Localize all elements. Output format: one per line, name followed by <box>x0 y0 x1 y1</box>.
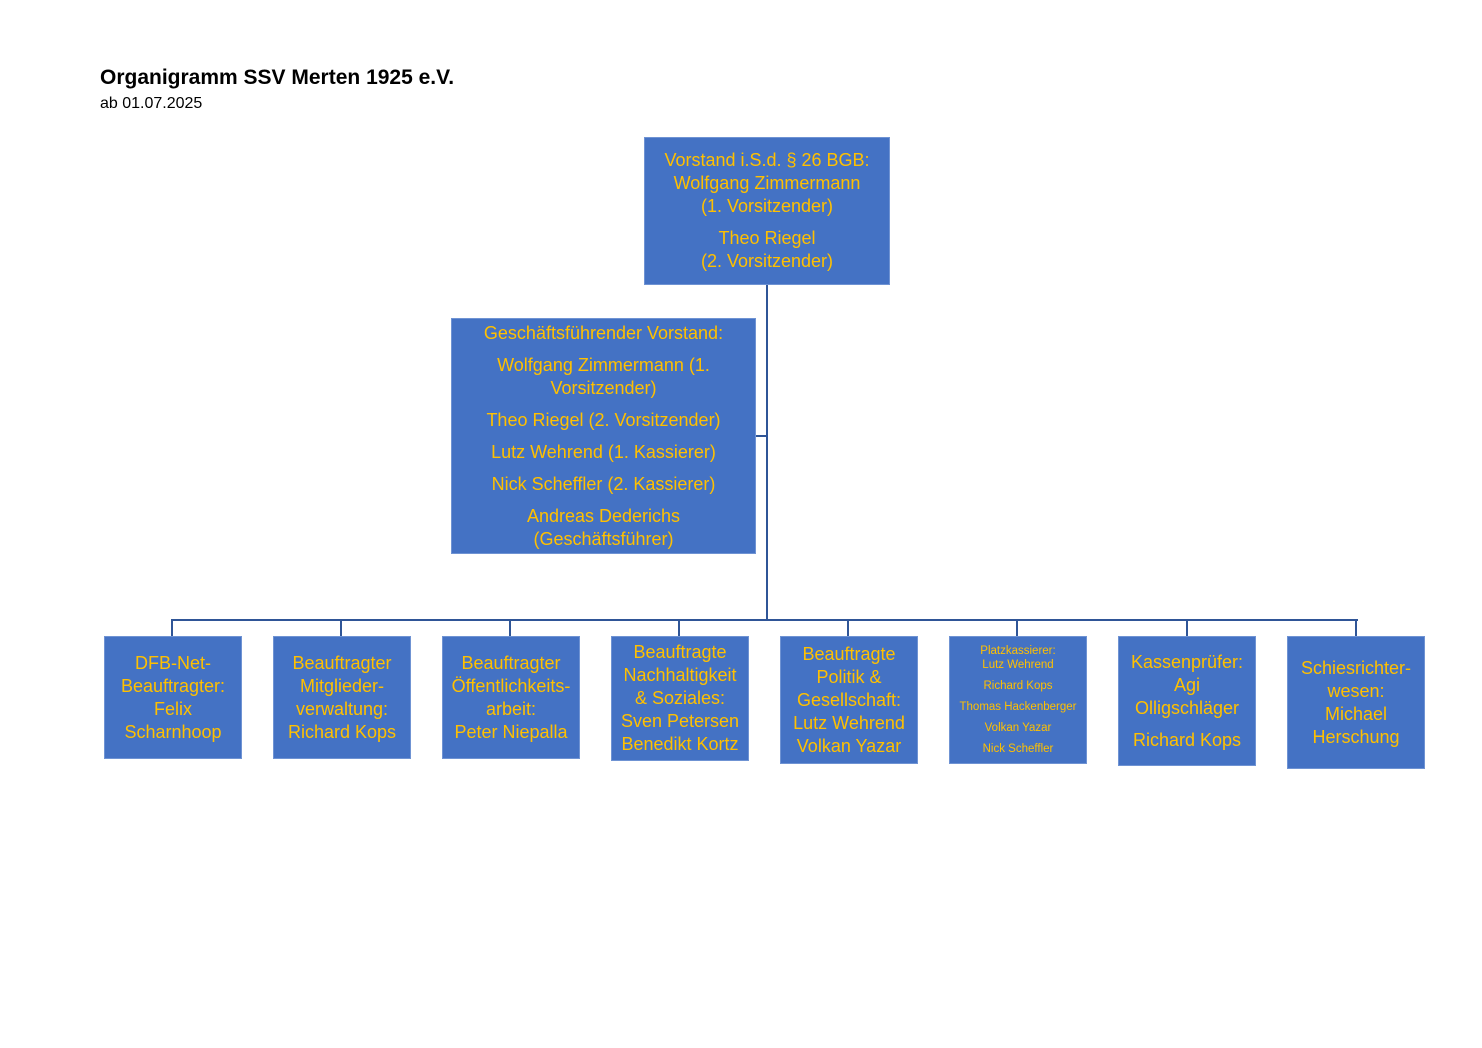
connector-main-vertical <box>766 284 768 621</box>
box-line: Olligschläger <box>1134 697 1240 718</box>
box-line: Nachhaltigkeit <box>623 665 737 685</box>
box-line: Mitglieder- <box>299 675 385 696</box>
connector-drop <box>509 619 511 636</box>
box-line: Platzkassierer: <box>980 645 1056 657</box>
box-line: Politik & <box>816 666 882 687</box>
box-line: Beauftragter <box>292 652 392 673</box>
box-line: Geschäftsführender Vorstand: <box>483 322 724 343</box>
connector-gf-vorstand <box>755 435 767 437</box>
box-line: Richard Kops <box>1132 729 1242 750</box>
unit-box-dfb-net: DFB-Net- Beauftragter: Felix Scharnhoop <box>104 636 242 759</box>
connector-drop <box>678 619 680 636</box>
connector-drop <box>171 619 173 636</box>
box-line: Nick Scheffler (2. Kassierer) <box>491 473 716 494</box>
unit-box-platzkassierer: Platzkassierer: Lutz Wehrend Richard Kop… <box>949 636 1087 764</box>
box-line: (Geschäftsführer) <box>533 528 674 549</box>
box-line: Beauftragter <box>461 652 561 673</box>
connector-drop <box>1355 619 1357 636</box>
box-line: Lutz Wehrend <box>982 659 1054 671</box>
page-title: Organigramm SSV Merten 1925 e.V. <box>100 66 455 89</box>
connector-drop <box>340 619 342 636</box>
vorstand-box: Vorstand i.S.d. § 26 BGB: Wolfgang Zimme… <box>644 137 890 285</box>
box-line: Andreas Dederichs <box>526 505 681 526</box>
unit-box-politik: Beauftragte Politik & Gesellschaft: Lutz… <box>780 636 918 764</box>
box-line: Richard Kops <box>983 680 1053 692</box>
box-line: Theo Riegel (2. Vorsitzender) <box>486 409 721 430</box>
box-line: & Soziales: <box>634 688 726 708</box>
unit-box-schiedsrichterwesen: Schiesrichter- wesen: Michael Herschung <box>1287 636 1425 769</box>
box-line: Lutz Wehrend (1. Kassierer) <box>491 441 716 462</box>
unit-box-nachhaltigkeit: Beauftragte Nachhaltigkeit & Soziales: S… <box>611 636 749 761</box>
box-line: Theo Riegel <box>718 228 816 248</box>
box-line: Beauftragter: <box>120 675 226 696</box>
box-line: Sven Petersen <box>620 711 740 731</box>
connector-drop <box>847 619 849 636</box>
box-line: Thomas Hackenberger <box>959 701 1077 713</box>
box-line: Richard Kops <box>287 721 397 742</box>
box-line: Felix <box>153 698 192 719</box>
box-line: wesen: <box>1327 680 1385 701</box>
box-line: Benedikt Kortz <box>621 734 739 754</box>
box-line: Kassenprüfer: <box>1130 651 1244 672</box>
connector-horizontal-bus <box>171 619 1358 621</box>
box-line: Peter Niepalla <box>454 721 568 742</box>
box-line: Volkan Yazar <box>796 735 902 756</box>
box-line: Beauftragte <box>633 642 727 662</box>
unit-box-mitgliederverwaltung: Beauftragter Mitglieder- verwaltung: Ric… <box>273 636 411 759</box>
box-line: Öffentlichkeits- <box>451 675 571 696</box>
box-line: Nick Scheffler <box>982 743 1054 755</box>
box-line: Herschung <box>1312 726 1400 747</box>
box-line: Wolfgang Zimmermann (1. <box>497 354 710 375</box>
box-line: Agi <box>1173 674 1200 695</box>
box-line: Schiesrichter- <box>1300 657 1412 678</box>
connector-drop <box>1016 619 1018 636</box>
box-line: Lutz Wehrend <box>793 712 905 733</box>
box-line: Vorstand i.S.d. § 26 BGB: <box>664 150 870 170</box>
box-line: Volkan Yazar <box>984 722 1052 734</box>
box-line: arbeit: <box>485 698 537 719</box>
box-line: Gesellschaft: <box>796 689 902 710</box>
box-line: (2. Vorsitzender) <box>700 251 834 271</box>
connector-drop <box>1186 619 1188 636</box>
box-line: Vorsitzender) <box>550 377 657 398</box>
box-line: Beauftragte <box>802 643 896 664</box>
box-line: verwaltung: <box>295 698 389 719</box>
box-line: DFB-Net- <box>135 652 211 673</box>
box-line: Michael <box>1324 703 1388 724</box>
unit-box-kassenpruefer: Kassenprüfer: Agi Olligschläger Richard … <box>1118 636 1256 766</box>
unit-box-oeffentlichkeitsarbeit: Beauftragter Öffentlichkeits- arbeit: Pe… <box>442 636 580 759</box>
box-line: (1. Vorsitzender) <box>700 196 834 216</box>
box-line: Wolfgang Zimmermann <box>673 173 861 193</box>
page-subtitle-date: ab 01.07.2025 <box>100 95 203 112</box>
geschaeftsfuehrender-vorstand-box: Geschäftsführender Vorstand: Wolfgang Zi… <box>451 318 756 554</box>
box-line: Scharnhoop <box>124 721 222 742</box>
